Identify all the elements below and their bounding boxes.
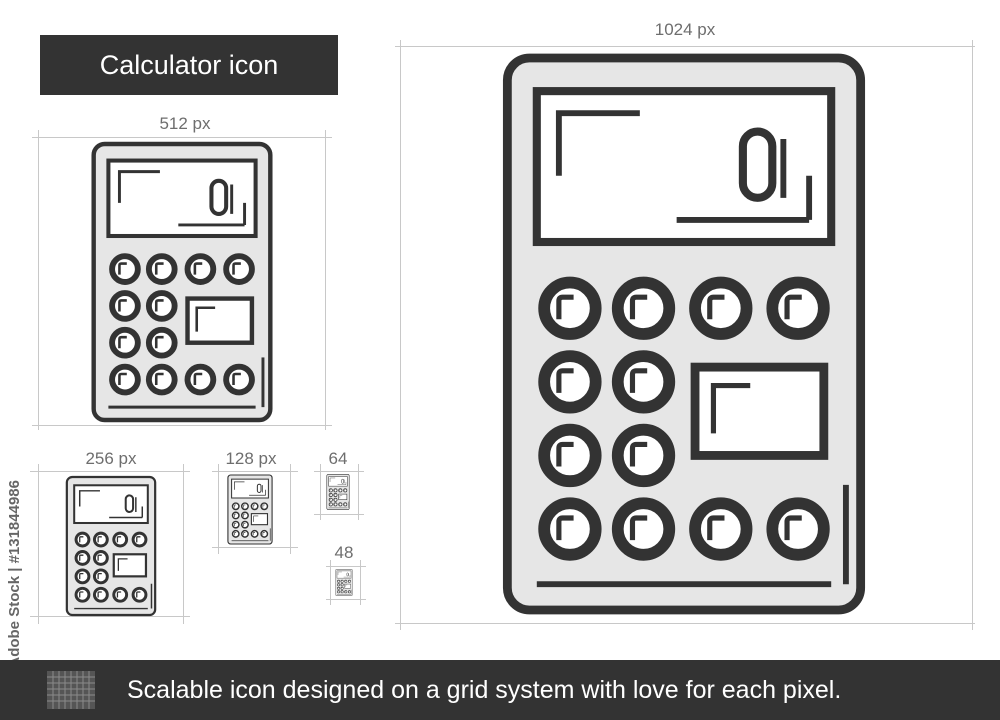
guide-1024-right bbox=[972, 40, 973, 630]
guide-256-right bbox=[183, 464, 184, 624]
guide-64-right bbox=[358, 464, 359, 520]
title-banner: Calculator icon bbox=[40, 35, 338, 95]
guide-1024-bottom bbox=[395, 623, 975, 624]
size-label-128: 128 px bbox=[225, 449, 277, 468]
calculator-icon-256 bbox=[65, 475, 157, 617]
calculator-icon-1024 bbox=[500, 50, 868, 618]
calculator-icon-128 bbox=[227, 474, 273, 545]
footer-bar bbox=[0, 660, 1000, 720]
size-label-1024: 1024 px bbox=[654, 20, 716, 39]
guide-128-right bbox=[290, 464, 291, 554]
guide-64-bottom bbox=[314, 514, 364, 515]
size-label-256: 256 px bbox=[85, 449, 137, 468]
size-label-64: 64 bbox=[328, 449, 348, 468]
page-title: Calculator icon bbox=[99, 49, 279, 80]
guide-128-bottom bbox=[212, 547, 298, 548]
size-label-512: 512 px bbox=[159, 114, 211, 133]
calculator-icon-512 bbox=[90, 140, 274, 424]
guide-512-right bbox=[325, 130, 326, 430]
guide-64-left bbox=[320, 464, 321, 520]
watermark: Adobe Stock | #131844986 bbox=[6, 480, 23, 668]
guide-128-left bbox=[218, 464, 219, 554]
guide-512-left bbox=[38, 130, 39, 430]
guide-48-right bbox=[360, 560, 361, 605]
guide-512-bottom bbox=[32, 425, 332, 426]
guide-48-bottom bbox=[326, 599, 366, 600]
guide-1024-left bbox=[400, 40, 401, 630]
guide-256-bottom bbox=[30, 616, 190, 617]
size-label-48: 48 bbox=[334, 543, 354, 562]
guide-48-left bbox=[330, 560, 331, 605]
guide-256-left bbox=[38, 464, 39, 624]
calculator-icon-64 bbox=[326, 474, 350, 510]
guide-128-top bbox=[212, 471, 298, 472]
guide-1024-top bbox=[395, 46, 975, 47]
guide-48-top bbox=[326, 566, 366, 567]
guide-512-top bbox=[32, 137, 332, 138]
guide-256-top bbox=[30, 471, 190, 472]
pixel-grid-icon bbox=[47, 671, 95, 709]
calculator-icon-48 bbox=[335, 569, 353, 596]
guide-64-top bbox=[314, 471, 364, 472]
footer-tagline: Scalable icon designed on a grid system … bbox=[127, 675, 842, 704]
